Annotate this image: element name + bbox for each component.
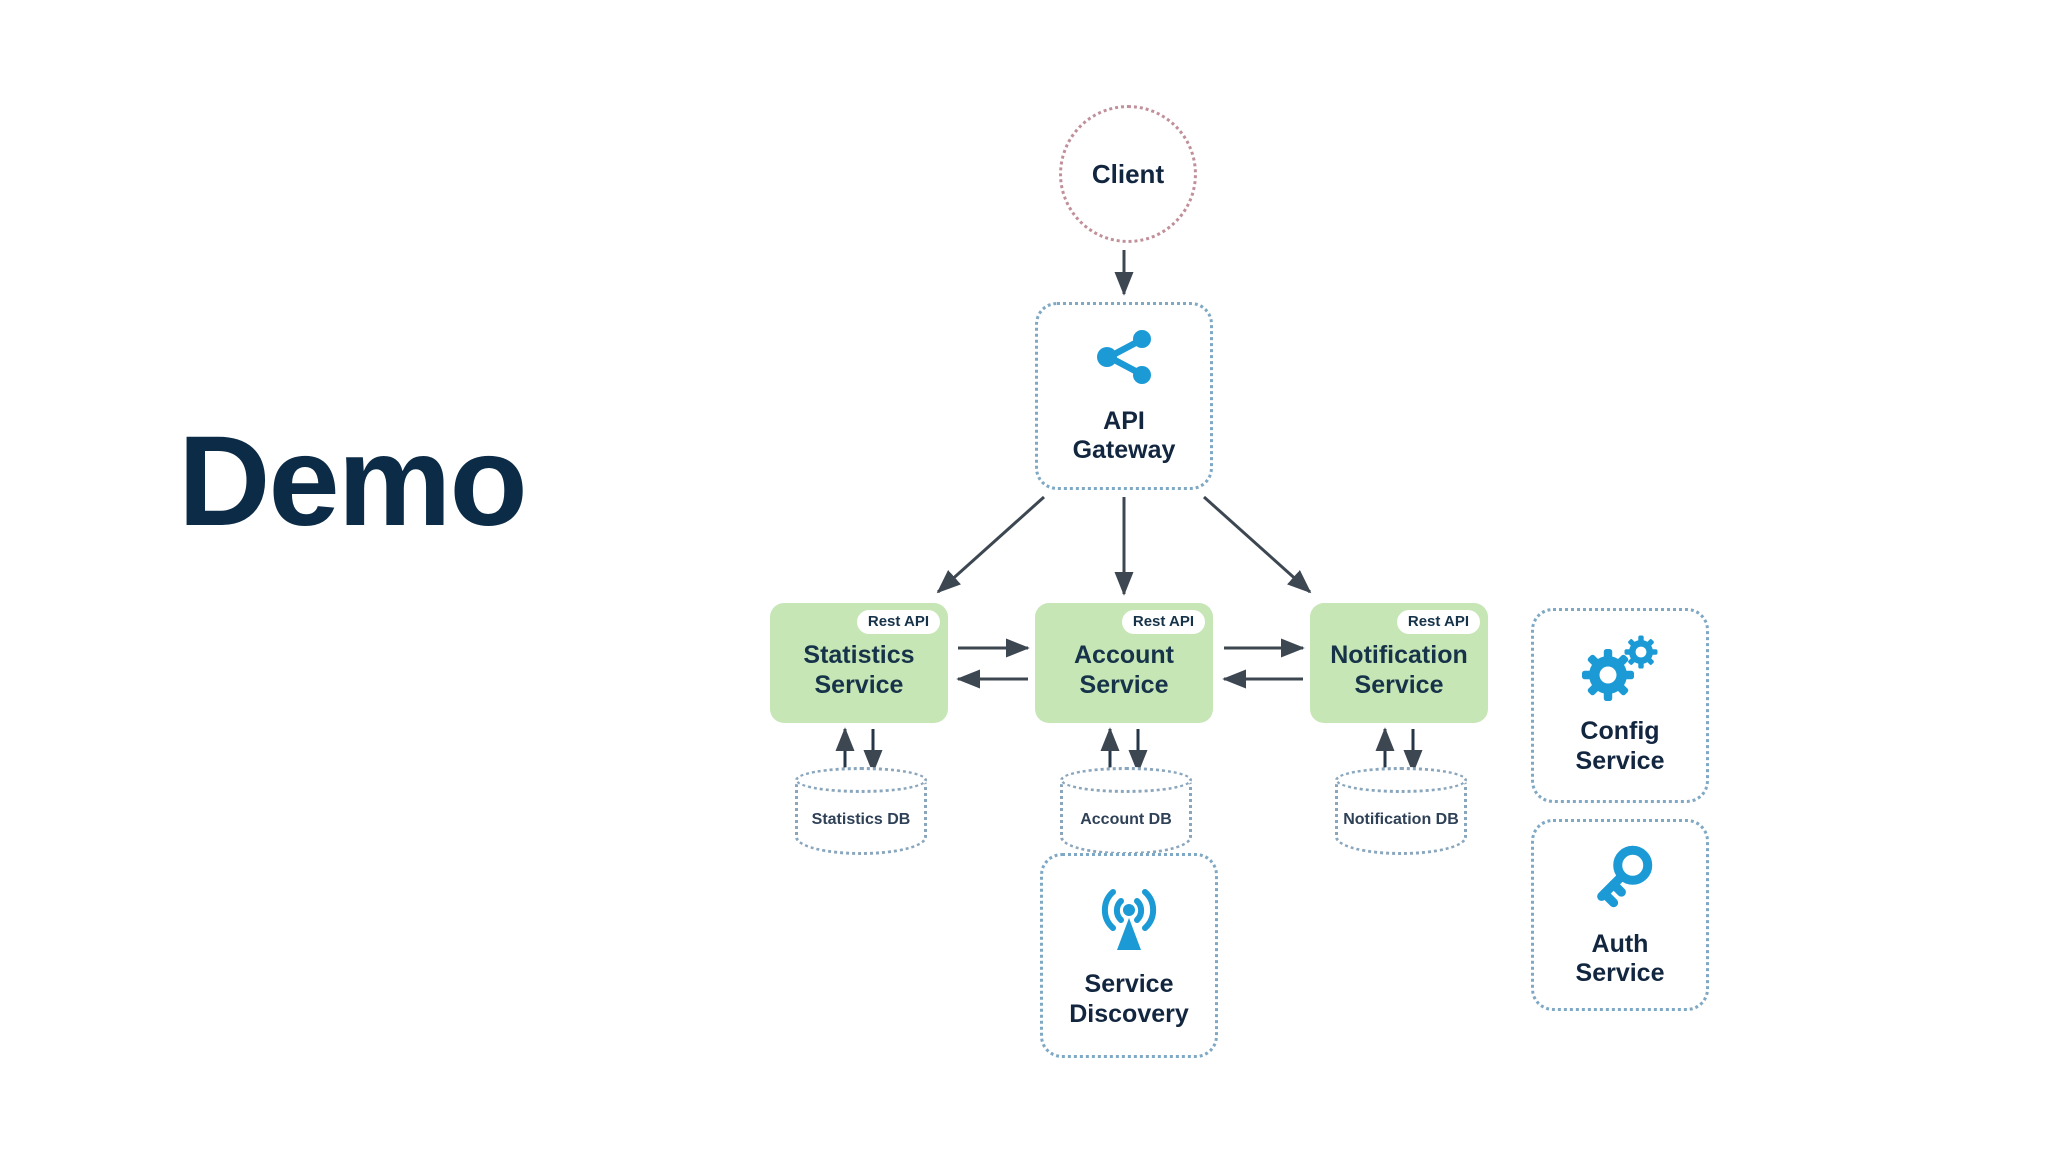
- statistics-db-label: Statistics DB: [811, 811, 911, 828]
- api-gateway-label-line2: Gateway: [1072, 436, 1176, 464]
- rest-api-badge: Rest API: [1396, 610, 1480, 634]
- account-service-label-line2: Service: [1079, 671, 1169, 699]
- database-cylinder-top-icon: [795, 767, 927, 793]
- account-db-label: Account DB: [1080, 811, 1172, 828]
- node-account-db[interactable]: Account DB: [1060, 767, 1192, 855]
- page-title: Demo: [178, 410, 528, 553]
- edge-gateway-to-notification: [1202, 495, 1312, 594]
- rest-api-badge: Rest API: [1121, 610, 1205, 634]
- service-discovery-label-line1: Service: [1084, 970, 1174, 998]
- statistics-service-label-line2: Service: [814, 671, 904, 699]
- share-network-icon: [1092, 327, 1156, 387]
- key-icon: [1582, 842, 1658, 914]
- auth-service-label: Auth Service: [1576, 930, 1665, 989]
- node-statistics-service[interactable]: Rest API Statistics Service: [770, 603, 948, 723]
- database-cylinder-top-icon: [1060, 767, 1192, 793]
- notification-service-label-line1: Notification: [1330, 641, 1468, 669]
- node-config-service[interactable]: Config Service: [1531, 608, 1709, 803]
- node-auth-service[interactable]: Auth Service: [1531, 819, 1709, 1011]
- node-notification-db[interactable]: Notification DB: [1335, 767, 1467, 855]
- service-discovery-label-line2: Discovery: [1069, 999, 1189, 1028]
- statistics-service-label: Statistics Service: [803, 626, 914, 700]
- auth-service-label-line1: Auth: [1591, 929, 1649, 958]
- database-cylinder-top-icon: [1335, 767, 1467, 793]
- broadcast-tower-icon: [1089, 882, 1169, 954]
- node-service-discovery[interactable]: Service Discovery: [1040, 853, 1218, 1058]
- node-api-gateway[interactable]: API Gateway: [1035, 302, 1213, 490]
- api-gateway-label: API Gateway: [1073, 407, 1176, 466]
- api-gateway-label-line1: API: [1103, 406, 1145, 435]
- config-service-label-line1: Config: [1580, 717, 1660, 745]
- auth-service-label-line2: Service: [1575, 959, 1665, 987]
- gears-icon: [1580, 635, 1660, 701]
- notification-service-label: Notification Service: [1330, 626, 1468, 700]
- account-service-label: Account Service: [1074, 626, 1174, 700]
- node-client[interactable]: Client: [1059, 105, 1197, 243]
- config-service-label-line2: Service: [1575, 746, 1665, 775]
- edge-gateway-to-statistics: [936, 495, 1046, 594]
- node-notification-service[interactable]: Rest API Notification Service: [1310, 603, 1488, 723]
- notification-db-label: Notification DB: [1343, 811, 1459, 828]
- config-service-label: Config Service: [1576, 717, 1665, 776]
- rest-api-badge: Rest API: [856, 610, 940, 634]
- node-statistics-db[interactable]: Statistics DB: [795, 767, 927, 855]
- client-label: Client: [1091, 158, 1165, 189]
- statistics-service-label-line1: Statistics: [803, 641, 915, 669]
- service-discovery-label: Service Discovery: [1069, 970, 1189, 1029]
- notification-service-label-line2: Service: [1354, 671, 1444, 699]
- node-account-service[interactable]: Rest API Account Service: [1035, 603, 1213, 723]
- account-service-label-line1: Account: [1074, 641, 1174, 669]
